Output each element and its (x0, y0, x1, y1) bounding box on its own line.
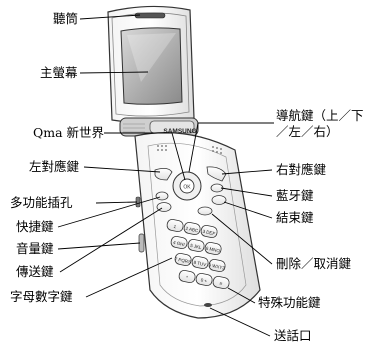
left-soft-key-shape (154, 168, 173, 181)
shortcut-key-shape (155, 191, 169, 201)
phone-flip (107, 5, 195, 124)
keypad-key-label: 1 (173, 224, 177, 230)
keypad-key-label: 4 GHI (173, 240, 186, 247)
label-delete-cancel: 刪除／取消鍵 (276, 256, 352, 271)
keypad-key-label: 6 MNO (205, 246, 220, 254)
keypad-key-label: 3 DEF (202, 229, 216, 237)
label-earpiece: 聽筒 (53, 11, 79, 26)
keypad-key-label: 0 + (200, 277, 208, 283)
keypad-key (183, 221, 201, 236)
keypad-key-label: 5 JKL (190, 243, 203, 250)
keypad-key (178, 269, 196, 284)
keypad-key (195, 272, 213, 287)
label-qma: Qma 新世界 (33, 125, 105, 140)
delete-key-shape (197, 206, 213, 216)
label-left-soft-key: 左對應鍵 (29, 159, 80, 174)
main-screen (120, 27, 183, 105)
keypad-key (187, 238, 205, 253)
nav-center (179, 178, 195, 194)
label-end-key: 結束鍵 (276, 210, 314, 225)
keypad-key-label: 2 ABC (185, 226, 199, 234)
keypad-key-label: 7 PQRS (174, 256, 191, 264)
label-nav-keys-line2: ／左／右） (276, 124, 339, 139)
right-soft-key-shape (206, 166, 227, 182)
keypad-key (191, 255, 209, 270)
keypad-key (170, 235, 188, 250)
label-alnum-keys: 字母數字鍵 (10, 289, 73, 304)
microphone-shape (204, 303, 212, 307)
leader-lines (57, 14, 274, 337)
keypad-key (212, 275, 230, 290)
keypad-key (200, 224, 218, 239)
label-main-screen: 主螢幕 (40, 65, 78, 80)
label-volume-key: 音量鍵 (16, 241, 54, 256)
label-multi-jack: 多功能插孔 (10, 195, 73, 210)
keypad-key-label: * (186, 275, 189, 280)
keypad-key (174, 252, 192, 267)
keypad-key-label: # (219, 281, 223, 287)
keypad-key (208, 258, 226, 273)
label-special-func: 特殊功能鍵 (258, 295, 321, 310)
label-nav-keys-line1: 導航鍵（上／下 (276, 108, 364, 123)
label-bluetooth-key: 藍牙鍵 (276, 188, 314, 203)
earpiece (134, 12, 166, 19)
label-microphone: 送話口 (274, 328, 312, 343)
label-right-soft-key: 右對應鍵 (276, 162, 327, 177)
keypad-key-label: 9 WXYZ (208, 262, 226, 270)
keypad-key (204, 241, 222, 256)
label-send-key: 傳送鍵 (16, 264, 54, 279)
brand-logo: SAMSUNG (163, 128, 196, 135)
svg-text:OK: OK (183, 185, 191, 191)
keypad-key-label: 8 TUV (193, 260, 206, 268)
keypad-key (166, 218, 184, 233)
end-key-shape (211, 195, 227, 205)
label-shortcut-key: 快捷鍵 (16, 219, 54, 234)
